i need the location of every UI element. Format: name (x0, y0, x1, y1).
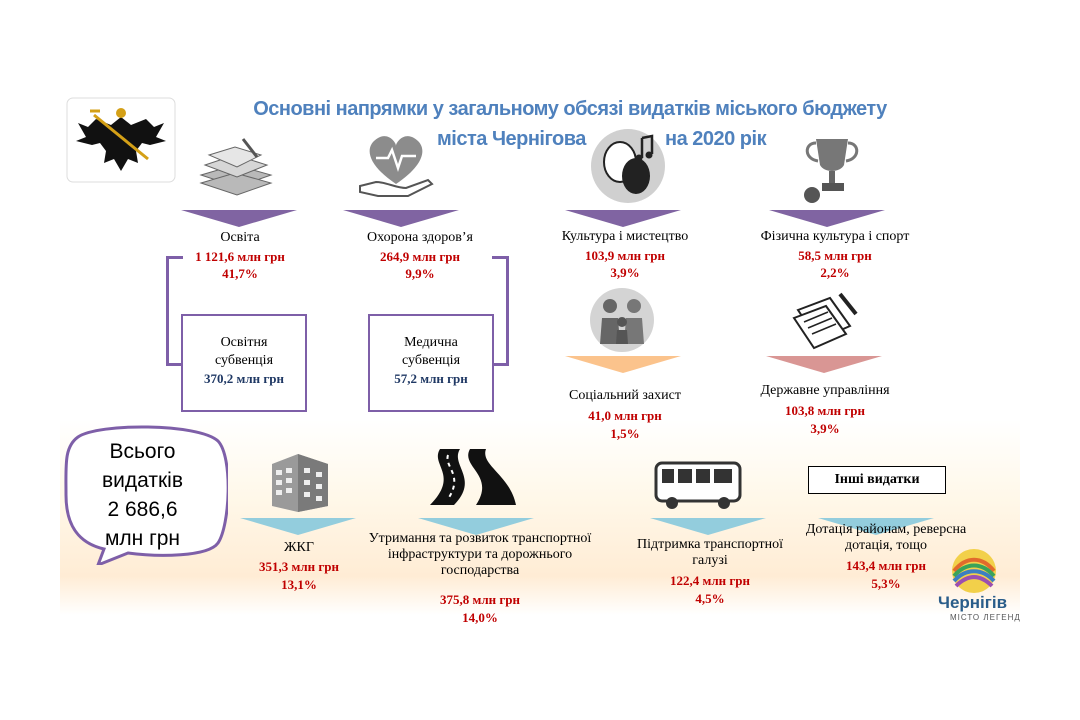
bracket-health (492, 256, 509, 366)
pointer-sport (769, 210, 885, 227)
subvention-box-medical: Медична субвенція 57,2 млн грн (368, 314, 494, 412)
item-amount-health: 264,9 млн грн (379, 249, 460, 264)
books-icon (195, 135, 277, 210)
subvention-label-medical-1: Медична (404, 335, 458, 350)
family-icon (586, 286, 658, 361)
item-amount-other: 143,4 млн грн (845, 558, 926, 573)
item-amount-housing: 351,3 млн грн (258, 559, 339, 574)
item-amount-sport: 58,5 млн грн (798, 248, 872, 263)
documents-icon (790, 290, 860, 355)
item-label-government: Державне управління (760, 383, 890, 398)
other-expenses-title: Інші видатки (808, 466, 946, 494)
page-title: Основні напрямки у загальному обсязі вид… (253, 98, 887, 120)
bracket-osvita (166, 256, 183, 366)
chernihiv-logo-icon (946, 548, 1002, 599)
total-line-1: Всього (109, 440, 176, 463)
brand-name: Чернігів (938, 593, 1008, 612)
item-amount-transport: 122,4 млн грн (669, 573, 750, 588)
coat-of-arms-icon (66, 97, 176, 183)
item-amount-roads: 375,8 млн грн (439, 592, 520, 607)
total-text: Всього видатків 2 686,6 млн грн (70, 437, 215, 553)
item-label-social: Соціальний захист (569, 388, 681, 403)
item-pct-health: 9,9% (405, 266, 435, 281)
page-title-year: на 2020 рік (665, 128, 767, 150)
road-icon (420, 445, 520, 515)
page-title-city: міста Чернігова (437, 128, 586, 150)
item-label-housing: ЖКГ (284, 540, 314, 555)
total-bubble (64, 425, 228, 565)
item-amount-social: 41,0 млн грн (588, 408, 662, 423)
item-pct-sport: 2,2% (820, 265, 850, 280)
item-pct-roads: 14,0% (462, 610, 498, 625)
subvention-label-education-2: субвенція (214, 353, 274, 368)
subvention-box-education: Освітня субвенція 370,2 млн грн (181, 314, 307, 412)
building-icon (264, 450, 336, 517)
item-label-culture: Культура і мистецтво (561, 229, 689, 244)
item-label-sport: Фізична культура і спорт (760, 229, 910, 244)
item-label-roads: Утримання та розвиток транспортної інфра… (368, 531, 592, 578)
heart-hand-icon (356, 126, 436, 205)
pointer-osvita (181, 210, 297, 227)
item-pct-social: 1,5% (610, 426, 640, 441)
item-label-transport: Підтримка транспортної галузі (636, 537, 784, 568)
trophy-icon (800, 135, 864, 210)
pointer-government (766, 356, 882, 373)
pointer-health (343, 210, 459, 227)
total-line-4: млн грн (104, 527, 181, 550)
item-amount-osvita: 1 121,6 млн грн (195, 249, 285, 264)
item-pct-housing: 13,1% (281, 577, 317, 592)
pointer-roads (418, 518, 534, 535)
subvention-label-medical-2: субвенція (401, 353, 461, 368)
bus-icon (652, 459, 744, 516)
item-pct-other: 5,3% (871, 576, 901, 591)
item-pct-government: 3,9% (810, 421, 840, 436)
item-label-osvita: Освіта (220, 230, 260, 245)
theater-masks-icon (590, 128, 666, 209)
pointer-housing (240, 518, 356, 535)
item-pct-transport: 4,5% (695, 591, 725, 606)
total-line-2: видатків (102, 469, 183, 492)
pointer-transport (650, 518, 766, 535)
pointer-other (818, 518, 934, 535)
subvention-amount-medical: 57,2 млн грн (394, 371, 468, 386)
item-amount-government: 103,8 млн грн (784, 403, 865, 418)
pointer-social (565, 356, 681, 373)
subvention-label-education-1: Освітня (220, 335, 268, 350)
item-label-other: Дотація районам, реверсна дотація, тощо (805, 522, 967, 553)
pointer-culture (565, 210, 681, 227)
item-label-health: Охорона здоров’я (367, 230, 473, 245)
item-pct-culture: 3,9% (610, 265, 640, 280)
item-pct-osvita: 41,7% (222, 266, 258, 281)
subvention-amount-education: 370,2 млн грн (203, 371, 284, 386)
item-amount-culture: 103,9 млн грн (584, 248, 665, 263)
brand-tagline: МІСТО ЛЕГЕНД (950, 613, 1021, 622)
total-line-3: 2 686,6 (107, 498, 178, 521)
